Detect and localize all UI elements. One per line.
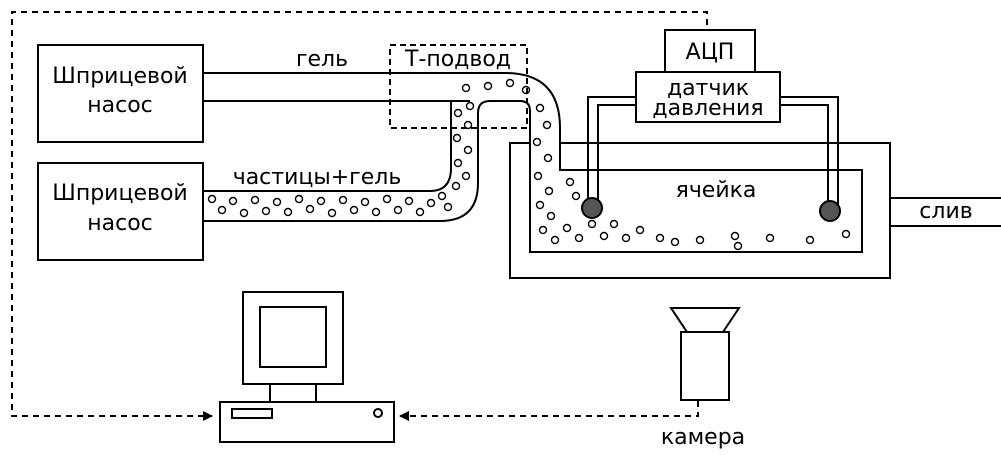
- measurement-cell: [529, 169, 863, 253]
- pump-bottom-label-line1: Шприцевой: [52, 181, 187, 206]
- gel-label: гель: [296, 47, 348, 72]
- adc-box: АЦП: [664, 29, 756, 73]
- camera-to-computer-line: [399, 401, 699, 421]
- t-junction-label: Т-подвод: [404, 47, 511, 72]
- pressure-taps: [587, 96, 839, 208]
- outer-tray: [509, 142, 891, 279]
- pressure-probe-right: [819, 200, 841, 222]
- pressure-probe-left: [581, 197, 603, 219]
- computer-icon: [219, 291, 395, 443]
- gel-tube: [203, 72, 862, 171]
- pressure-sensor-label-line1: датчик: [667, 76, 749, 101]
- drain-pipe: [890, 197, 1001, 227]
- camera-label: камера: [661, 425, 745, 450]
- pressure-sensor: датчик давления: [635, 71, 781, 123]
- t-junction: Т-подвод: [389, 44, 528, 129]
- pump-top-label-line1: Шприцевой: [52, 64, 187, 89]
- pressure-sensor-label-line2: давления: [652, 96, 763, 121]
- camera-icon: [669, 307, 741, 401]
- pump-bottom-label-line2: насос: [87, 211, 153, 236]
- cell-label: ячейка: [676, 178, 757, 203]
- particles-gel-label: частицы+гель: [233, 165, 402, 190]
- syringe-pump-top: Шприцевой насос: [37, 44, 204, 143]
- syringe-pump-bottom: Шприцевой насос: [37, 162, 204, 261]
- adc-label: АЦП: [686, 40, 735, 65]
- pump-top-label-line2: насос: [87, 93, 153, 118]
- drain-label: слив: [919, 199, 972, 224]
